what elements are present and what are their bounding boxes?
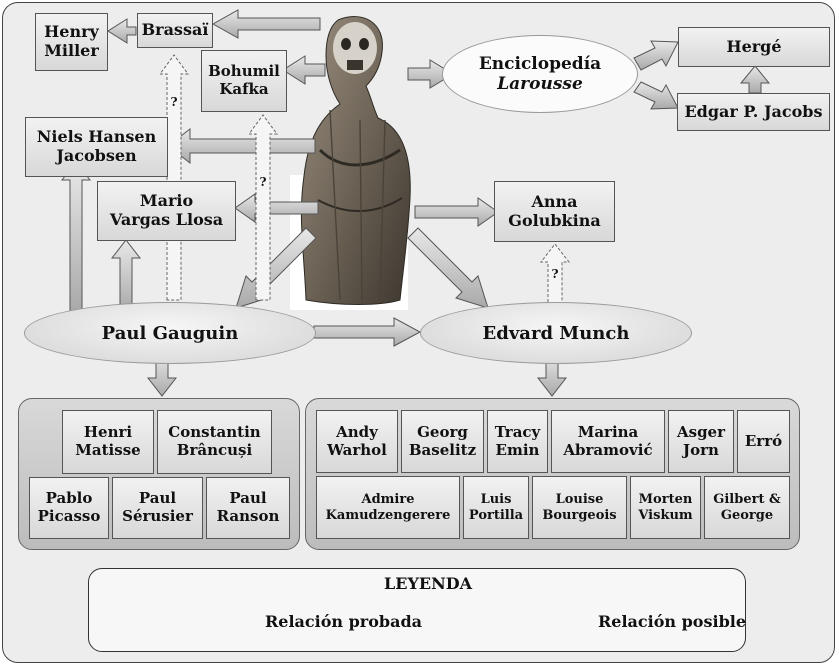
munch-group-item: Morten Viskum <box>630 476 701 539</box>
arrow-mummy-to-golubkina <box>414 197 499 227</box>
dashed-arrow-gauguin-to-brassai <box>159 54 189 301</box>
munch-group-item: Andy Warhol <box>316 410 398 473</box>
node-bohumil-kafka: Bohumil Kafka <box>201 50 287 112</box>
arrow-brassai-to-henry-miller <box>107 18 137 44</box>
node-mario-vargas-llosa: Mario Vargas Llosa <box>97 181 236 241</box>
question-mark-golubkina: ? <box>551 267 558 281</box>
legend-possible-label: Relación posible <box>598 612 747 631</box>
munch-group-item: Admire Kamudzengerere <box>316 476 460 539</box>
munch-group-item: Gilbert & George <box>704 476 790 539</box>
arrow-enciclopedia-to-jacobs <box>633 81 679 110</box>
legend-proven-label: Relación probada <box>265 612 423 631</box>
arrow-mummy-to-enciclopedia <box>407 59 454 89</box>
question-mark-kafka: ? <box>259 175 266 189</box>
gauguin-group-item: Constantin Brâncuși <box>157 410 272 474</box>
dashed-arrow-gauguin-to-kafka <box>248 114 278 301</box>
munch-group-item: Louise Bourgeois <box>532 476 627 539</box>
munch-group-item: Luis Portilla <box>463 476 529 539</box>
node-edgar-p-jacobs: Edgar P. Jacobs <box>677 93 830 131</box>
node-brassai: Brassaï <box>137 13 213 48</box>
node-herge: Hergé <box>678 27 830 67</box>
munch-group-item: Marina Abramović <box>551 410 665 473</box>
question-mark-brassai: ? <box>170 95 177 109</box>
mummy-photo <box>290 16 411 310</box>
arrow-mummy-to-brassai <box>211 9 321 39</box>
node-henry-miller: Henry Miller <box>35 13 108 71</box>
munch-group-item: Erró <box>737 410 790 473</box>
munch-group-item: Tracy Emin <box>487 410 548 473</box>
legend-title: LEYENDA <box>384 574 472 593</box>
gauguin-group-item: Paul Sérusier <box>112 477 203 539</box>
legend <box>88 568 746 652</box>
arrow-gauguin-to-niels <box>60 161 92 313</box>
munch-group-item: Asger Jorn <box>668 410 734 473</box>
arrow-gauguin-to-munch <box>313 317 422 347</box>
node-enciclopedia-larousse: Enciclopedía Larousse <box>442 35 638 113</box>
arrow-mummy-to-niels <box>167 127 316 165</box>
arrow-mummy-to-munch <box>407 227 489 309</box>
gauguin-group-item: Henri Matisse <box>62 410 154 474</box>
enciclopedia-subtitle: Larousse <box>497 74 583 94</box>
node-niels-hansen-jacobsen: Niels Hansen Jacobsen <box>25 117 168 177</box>
arrow-enciclopedia-to-herge <box>633 40 679 71</box>
munch-group-item: Georg Baselitz <box>401 410 484 473</box>
arrow-mummy-to-kafka <box>282 55 326 85</box>
gauguin-group-item: Pablo Picasso <box>29 477 109 539</box>
gauguin-group-item: Paul Ranson <box>206 477 290 539</box>
arrow-gauguin-to-vargas <box>110 239 142 313</box>
solid-arrows <box>60 9 771 397</box>
arrow-mummy-to-vargas <box>234 193 319 223</box>
node-paul-gauguin: Paul Gauguin <box>24 302 316 364</box>
arrow-jacobs-to-herge <box>739 65 771 94</box>
enciclopedia-title: Enciclopedía <box>478 53 602 74</box>
node-anna-golubkina: Anna Golubkina <box>494 181 615 242</box>
node-edvard-munch: Edvard Munch <box>420 302 692 364</box>
